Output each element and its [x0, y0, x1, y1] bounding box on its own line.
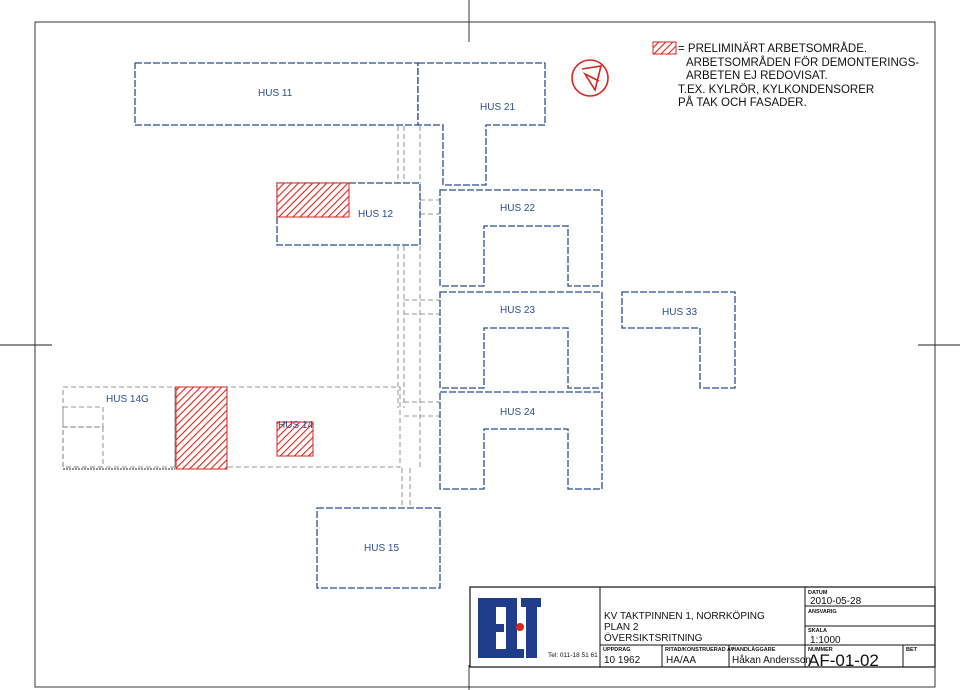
work-area-hus-14	[276, 421, 314, 457]
skala-value: 1:1000	[810, 635, 841, 646]
work-area-hus-14g	[175, 386, 228, 470]
building-hus-15	[316, 507, 441, 589]
sheet-frame	[34, 21, 936, 688]
work-area-hus-12	[276, 182, 350, 218]
handlaggare-value: Håkan Andersson	[732, 654, 811, 666]
building-hus-22	[439, 189, 603, 287]
north-arrow-icon	[571, 59, 609, 97]
project-plan: PLAN 2	[604, 622, 639, 633]
building-hus-11	[134, 62, 419, 126]
building-hus-23	[439, 291, 603, 389]
legend-line-4: T.EX. KYLRÖR, KYLKONDENSORER	[678, 84, 874, 96]
legend-line-1: = PRELIMINÄRT ARBETSOMRÅDE.	[678, 42, 867, 55]
title-block: Tel: 011-18 51 61 KV TAKTPINNEN 1, NORRK…	[469, 586, 936, 670]
legend-line-5: PÅ TAK OCH FASADER.	[678, 96, 807, 109]
legend-text: = PRELIMINÄRT ARBETSOMRÅDE. ARBETSOMRÅDE…	[678, 42, 919, 109]
building-label-hus-23: HUS 23	[500, 305, 535, 316]
datum-label: DATUM	[808, 590, 828, 596]
building-hus-21	[417, 62, 546, 186]
project-drawing-type: ÖVERSIKTSRITNING	[604, 632, 703, 644]
ansvarig-label: ANSVARIG	[808, 609, 837, 615]
building-label-hus-11: HUS 11	[258, 88, 293, 99]
project-name: KV TAKTPINNEN 1, NORRKÖPING	[604, 610, 765, 622]
building-label-hus-14g: HUS 14G	[106, 394, 149, 405]
building-label-hus-15: HUS 15	[364, 543, 399, 554]
elt-logo	[478, 598, 541, 658]
skala-label: SKALA	[808, 628, 827, 634]
building-hus-24	[439, 391, 603, 490]
building-hus-33	[621, 291, 736, 389]
uppdrag-value: 10 1962	[604, 655, 641, 666]
corridor-lines	[397, 101, 440, 508]
legend-line-2: ARBETSOMRÅDEN FÖR DEMONTERINGS-	[686, 56, 919, 69]
building-label-hus-12: HUS 12	[358, 209, 393, 220]
building-label-hus-33: HUS 33	[662, 307, 697, 318]
bet-label: BET	[906, 647, 918, 653]
legend-hatch-swatch	[652, 41, 677, 55]
building-label-hus-24: HUS 24	[500, 407, 535, 418]
legend-line-3: ARBETEN EJ REDOVISAT.	[686, 70, 828, 82]
building-label-hus-14: HUS 14	[278, 420, 313, 431]
building-label-hus-21: HUS 21	[480, 102, 515, 113]
ritad-label: RITAD/KONSTRUERAD AV	[665, 647, 735, 653]
building-label-hus-22: HUS 22	[500, 203, 535, 214]
datum-value: 2010-05-28	[810, 596, 862, 607]
nummer-value: AF-01-02	[808, 651, 879, 670]
nummer-label: NUMMER	[808, 647, 833, 653]
handlaggare-label: HANDLÄGGARE	[732, 646, 776, 653]
uppdrag-label: UPPDRAG	[603, 647, 631, 653]
building-hus-14-group	[62, 386, 401, 470]
phone-number: Tel: 011-18 51 61	[548, 652, 598, 659]
ritad-value: HA/AA	[666, 655, 696, 666]
